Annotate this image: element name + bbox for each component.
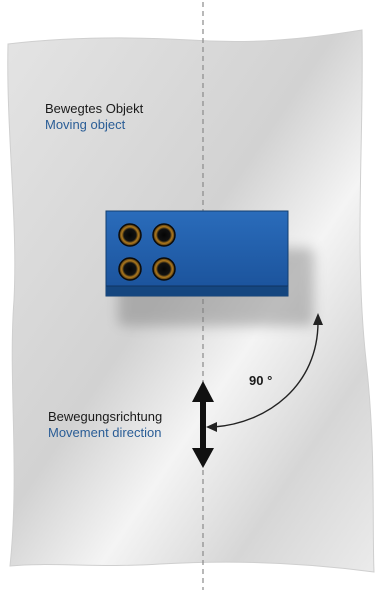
arc-arrowhead-left bbox=[206, 422, 217, 432]
movement-arrowhead-up bbox=[192, 381, 214, 402]
connector-hole-bottom-right bbox=[152, 257, 176, 281]
movement-direction-label-en: Movement direction bbox=[48, 425, 162, 440]
movement-arrow bbox=[192, 381, 214, 468]
connector-hole-top-right bbox=[152, 223, 176, 247]
movement-arrowhead-down bbox=[192, 448, 214, 468]
moving-object-label-en: Moving object bbox=[45, 117, 126, 132]
object-bottom-edge bbox=[106, 286, 288, 296]
movement-direction-label: Bewegungsrichtung Movement direction bbox=[48, 409, 162, 441]
angle-arc bbox=[206, 313, 323, 432]
moving-object-label: Bewegtes Objekt Moving object bbox=[45, 101, 143, 133]
moving-object bbox=[105, 210, 289, 297]
moving-object-label-de: Bewegtes Objekt bbox=[45, 101, 144, 116]
connector-hole-top-left bbox=[118, 223, 142, 247]
arc-arrowhead-top bbox=[313, 313, 323, 325]
connector-hole-bottom-left bbox=[118, 257, 142, 281]
movement-direction-label-de: Bewegungsrichtung bbox=[48, 409, 163, 424]
angle-label: 90 ° bbox=[249, 373, 273, 388]
